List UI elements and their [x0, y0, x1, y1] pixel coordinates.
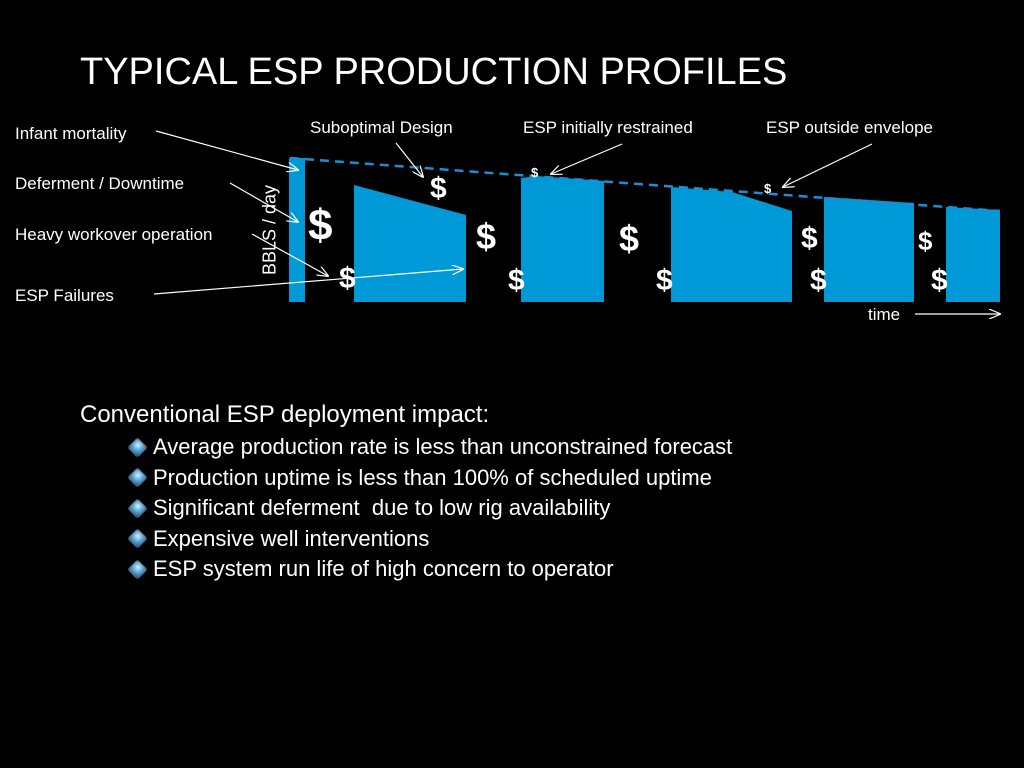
arrow-suboptimal-design [395, 142, 423, 177]
list-item-text: ESP system run life of high concern to o… [153, 556, 614, 582]
bullet-diamond-icon [128, 468, 147, 487]
list-item: Production uptime is less than 100% of s… [128, 463, 732, 494]
bullet-diamond-icon [128, 560, 147, 579]
dollar-sign: $ [339, 262, 356, 295]
dollar-sign: $ [476, 216, 497, 257]
list-item-text: Expensive well interventions [153, 525, 430, 551]
arrow-heavy-workover [251, 233, 328, 276]
label-esp-failures: ESP Failures [15, 286, 114, 305]
arrow-esp-failures [153, 269, 463, 295]
list-item-text: Production uptime is less than 100% of s… [153, 464, 712, 490]
list-item: Average production rate is less than unc… [128, 432, 733, 463]
bullet-list: Average production rate is less than unc… [128, 432, 733, 585]
dollar-sign: $ [508, 264, 525, 297]
label-heavy-workover: Heavy workover operation [15, 225, 213, 244]
bullet-diamond-icon [128, 438, 147, 457]
forecast-dashed-line [289, 156, 1001, 213]
production-block-5 [824, 197, 914, 302]
production-block-2 [354, 185, 466, 302]
production-block-6 [946, 207, 1000, 302]
bullets-heading: Conventional ESP deployment impact: [80, 401, 490, 428]
arrow-deferment [229, 182, 298, 222]
arrow-initially-restrained [551, 143, 623, 174]
dollar-sign: $ [931, 264, 948, 297]
dollar-sign: $ [619, 218, 640, 259]
label-suboptimal-design: Suboptimal Design [310, 118, 453, 137]
label-outside-envelope: ESP outside envelope [766, 118, 933, 137]
list-item: Significant deferment due to low rig ava… [128, 493, 732, 524]
slide-title: TYPICAL ESP PRODUCTION PROFILES [80, 51, 788, 93]
arrow-outside-envelope [783, 143, 873, 187]
label-infant-mortality: Infant mortality [15, 124, 127, 143]
y-axis-label: BBLS / day [259, 184, 280, 276]
label-initially-restrained: ESP initially restrained [523, 118, 693, 137]
bullet-diamond-icon [128, 499, 147, 518]
production-block-4 [671, 187, 792, 302]
dollar-sign: $ [918, 226, 933, 256]
bullet-diamond-icon [128, 529, 147, 548]
label-deferment-downtime: Deferment / Downtime [15, 174, 185, 193]
x-axis-label: time [868, 305, 901, 324]
dollar-sign: $ [810, 264, 827, 297]
list-item: ESP system run life of high concern to o… [128, 554, 732, 585]
dollar-sign: $ [764, 181, 772, 196]
dollar-sign: $ [308, 201, 333, 250]
list-item: Expensive well interventions [128, 524, 732, 555]
list-item-text: Significant deferment due to low rig ava… [153, 495, 611, 521]
production-block-3 [521, 176, 604, 302]
arrow-infant-mortality [155, 130, 298, 170]
dollar-sign: $ [430, 172, 447, 205]
dollar-sign: $ [801, 222, 818, 255]
dollar-sign: $ [531, 165, 539, 180]
dollar-sign: $ [656, 264, 673, 297]
list-item-text: Average production rate is less than unc… [153, 434, 733, 460]
production-block-1 [289, 158, 305, 302]
production-blocks [289, 158, 1000, 302]
